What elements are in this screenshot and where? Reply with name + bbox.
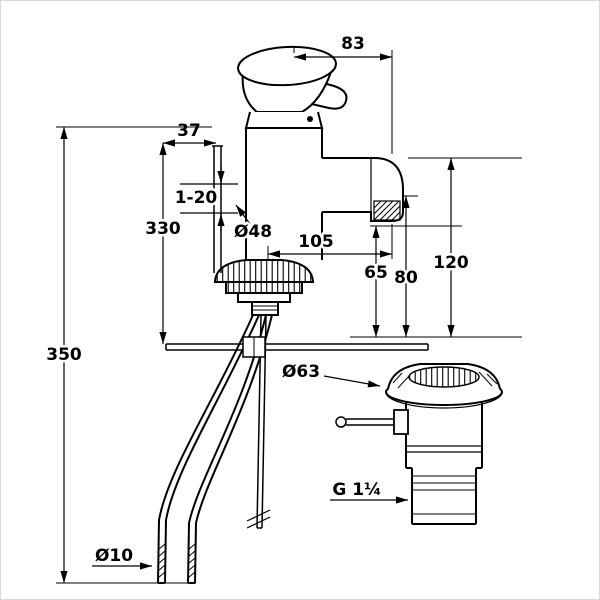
lever-rod-ball <box>335 416 347 428</box>
dim-thread: G 1¼ <box>330 478 408 504</box>
dim-37: 37 <box>163 119 216 147</box>
drain-flange <box>385 363 503 409</box>
popup-rod <box>165 336 429 358</box>
hose-hatching <box>157 543 196 579</box>
dim-350-label: 350 <box>46 345 82 365</box>
reference-lines <box>180 183 238 214</box>
dim-dia48: Ø48 <box>231 204 275 245</box>
popup-rod-lines <box>165 343 429 351</box>
shank-thread-lines <box>252 305 278 311</box>
drain-body-joint <box>406 445 482 453</box>
dim-thread-label: G 1¼ <box>332 480 381 500</box>
dim-330-label: 330 <box>145 219 181 239</box>
lever-handle <box>237 45 348 113</box>
dim-105-label: 105 <box>298 232 334 252</box>
lift-rod <box>212 145 223 273</box>
lever-rod-lines <box>346 418 396 426</box>
plug-slotted-top <box>408 366 480 388</box>
dim-dia10-label: Ø10 <box>95 546 133 566</box>
dome-hatching <box>392 371 498 389</box>
threaded-shank <box>251 301 279 316</box>
dim-65-label: 65 <box>364 263 388 283</box>
dim-dia63: Ø63 <box>279 360 381 388</box>
dim-1-20-label: 1-20 <box>175 188 218 208</box>
base-flange <box>237 292 291 303</box>
faucet-body <box>244 111 324 260</box>
cartridge-ring <box>244 111 324 129</box>
drain-assembly <box>335 363 503 525</box>
dim-65: 65 <box>362 226 390 337</box>
flange-lower-rim <box>385 391 503 409</box>
leader-line <box>235 204 251 225</box>
dim-120-label: 120 <box>433 253 469 273</box>
dim-83-label: 83 <box>341 34 365 54</box>
drain-lever-rod <box>335 409 409 435</box>
aerator <box>373 200 401 221</box>
dim-dia48-label: Ø48 <box>234 222 272 242</box>
dimensions: 83 37 1-20 330 350 Ø48 <box>44 32 522 584</box>
dim-330: 330 <box>143 143 183 344</box>
escutcheon-ring <box>225 281 303 294</box>
indicator-dot <box>307 116 313 122</box>
break-symbol <box>246 509 271 529</box>
hose-left-outer <box>157 314 254 584</box>
dim-80: 80 <box>392 196 420 337</box>
drain-tailpiece <box>411 468 477 525</box>
escutcheon-dome <box>213 259 315 283</box>
dim-105: 105 <box>267 224 393 259</box>
dim-dia63-label: Ø63 <box>282 362 320 382</box>
tailpiece-outline <box>411 468 477 525</box>
dim-350: 350 <box>44 126 212 584</box>
faucet <box>157 45 429 584</box>
dim-83: 83 <box>293 32 393 154</box>
dim-120: 120 <box>431 158 471 337</box>
spout <box>322 157 404 222</box>
tailpiece-thread-lines <box>412 475 476 515</box>
dim-1-20: 1-20 <box>172 166 238 231</box>
escutcheon <box>213 259 315 316</box>
leader-line <box>323 375 381 388</box>
lever-rod-nut <box>393 409 409 435</box>
dim-dia10: Ø10 <box>92 544 152 570</box>
dim-80-label: 80 <box>394 268 418 288</box>
lift-rod-lines <box>212 145 223 273</box>
dim-37-label: 37 <box>177 121 201 141</box>
